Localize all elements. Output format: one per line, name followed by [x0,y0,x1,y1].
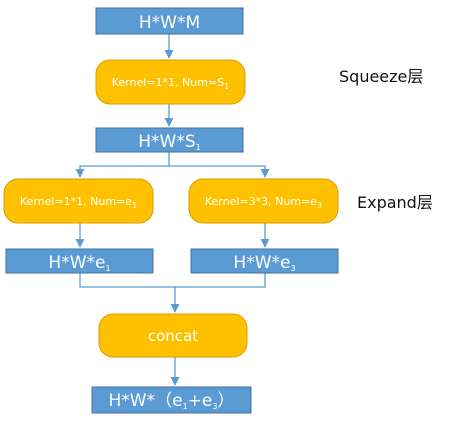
svg-text:H*W*（e1+e3）: H*W*（e1+e3） [109,391,235,411]
input-tensor-label: H*W*M [139,13,200,33]
svg-text:H*W*e3: H*W*e3 [233,253,295,273]
expand-conv-right-node: Kernel=3*3, Num=e3 [188,178,339,224]
svg-text:Kernel=3*3, Num=e3: Kernel=3*3, Num=e3 [205,195,322,210]
expand-output-right-subscript: 3 [290,264,295,273]
expand-layer-label: Expand层 [357,193,433,212]
output-tensor-subscript-2: 3 [212,402,217,411]
connector-split-right [169,165,270,178]
svg-text:H*W*M: H*W*M [139,13,200,33]
expand-conv-left-label: Kernel=1*1, Num=e [20,195,132,208]
squeeze-conv-subscript: 1 [224,82,229,91]
expand-output-right-label: H*W*e [233,253,290,273]
squeeze-output-subscript: 1 [196,143,201,152]
expand-output-left-box: H*W*e1 [5,248,154,274]
input-tensor-box: H*W*M [95,7,244,35]
squeeze-conv-label: Kernel=1*1, Num=S [112,76,224,89]
expand-conv-right-subscript: 3 [317,201,322,210]
squeeze-layer-label: Squeeze层 [339,67,423,86]
squeeze-output-box: H*W*S1 [95,127,244,153]
expand-conv-left-subscript: 1 [132,201,137,210]
squeeze-output-label: H*W*S [138,132,195,152]
expand-output-left-label: H*W*e [48,253,105,273]
concat-node: concat [98,313,248,358]
squeeze-conv-node: Kernel=1*1, Num=S1 [95,59,246,105]
svg-text:H*W*S1: H*W*S1 [138,132,200,152]
output-tensor-box: H*W*（e1+e3） [91,386,252,414]
svg-text:H*W*e1: H*W*e1 [48,253,110,273]
output-tensor-label: H*W*（e [109,391,183,411]
svg-text:Kernel=1*1, Num=e1: Kernel=1*1, Num=e1 [20,195,137,210]
output-tensor-plus: +e [188,391,213,411]
expand-output-right-box: H*W*e3 [190,248,339,274]
output-tensor-subscript-1: 1 [183,402,188,411]
connector-split [75,151,170,178]
expand-conv-left-node: Kernel=1*1, Num=e1 [3,178,154,224]
expand-output-left-subscript: 1 [105,264,110,273]
output-tensor-close: ） [217,391,234,411]
expand-conv-right-label: Kernel=3*3, Num=e [205,195,317,208]
concat-label: concat [148,327,198,345]
connector-merge [79,273,266,288]
svg-text:Kernel=1*1, Num=S1: Kernel=1*1, Num=S1 [112,76,229,91]
